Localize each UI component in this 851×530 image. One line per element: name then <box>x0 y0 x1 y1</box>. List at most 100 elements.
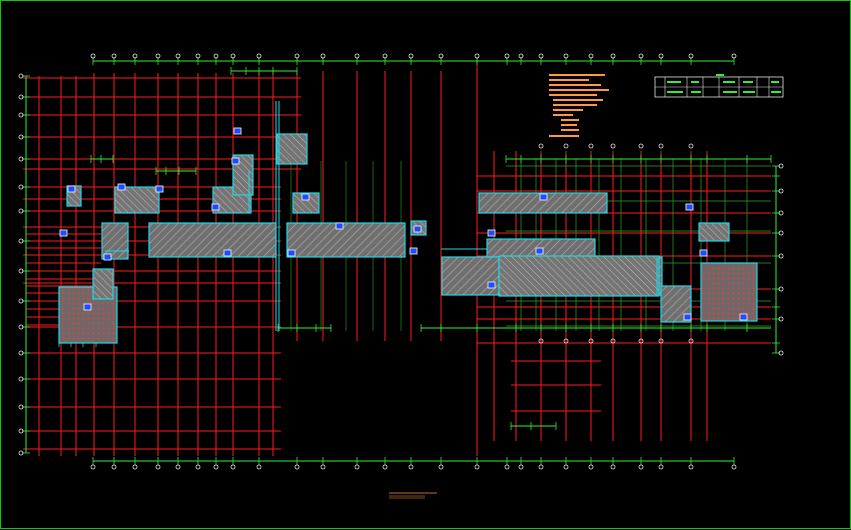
axis-bubble <box>230 53 236 59</box>
grid-axis-bubbles <box>18 53 784 470</box>
building-block <box>101 222 129 260</box>
notes-line <box>561 119 579 121</box>
notes-line <box>553 99 603 101</box>
axis-bubble <box>778 253 784 259</box>
column-marker <box>413 225 422 233</box>
axis-bubble <box>18 268 24 274</box>
axis-bubble <box>18 73 24 79</box>
column-marker <box>301 193 310 201</box>
notes-line <box>549 94 597 96</box>
column-marker <box>535 247 544 255</box>
axis-bubble <box>563 464 569 470</box>
building-block <box>148 222 277 258</box>
general-notes-block <box>549 74 609 137</box>
axis-bubble <box>132 464 138 470</box>
building-block <box>478 192 608 214</box>
building-blocks <box>58 101 758 344</box>
axis-bubble <box>658 143 664 149</box>
axis-bubble <box>778 188 784 194</box>
axis-bubble <box>18 94 24 100</box>
axis-bubble <box>474 464 480 470</box>
column-marker <box>211 203 220 211</box>
column-marker <box>539 193 548 201</box>
axis-bubble <box>320 53 326 59</box>
axis-bubble <box>18 298 24 304</box>
notes-line <box>549 79 589 81</box>
axis-bubble <box>18 324 24 330</box>
axis-bubble <box>610 143 616 149</box>
legend-cell-text <box>771 81 779 83</box>
axis-bubble <box>320 464 326 470</box>
notes-line <box>549 89 609 91</box>
axis-bubble <box>538 143 544 149</box>
notes-line <box>549 84 601 86</box>
axis-bubble <box>18 208 24 214</box>
axis-bubble <box>688 143 694 149</box>
legend-cell-text <box>771 91 781 93</box>
axis-bubble <box>518 464 524 470</box>
axis-bubble <box>195 464 201 470</box>
axis-bubble <box>256 464 262 470</box>
column-marker <box>117 183 126 191</box>
axis-bubble <box>778 286 784 292</box>
building-block <box>92 268 114 300</box>
axis-bubble <box>18 184 24 190</box>
notes-line <box>549 135 579 137</box>
column-marker <box>67 185 76 193</box>
axis-bubble <box>638 143 644 149</box>
column-markers <box>59 127 748 321</box>
axis-bubble <box>408 464 414 470</box>
column-marker <box>487 281 496 289</box>
axis-bubble <box>610 464 616 470</box>
column-marker <box>335 222 344 230</box>
axis-bubble <box>731 464 737 470</box>
axis-bubble <box>90 53 96 59</box>
axis-bubble <box>778 163 784 169</box>
axis-bubble <box>155 53 161 59</box>
column-marker <box>699 249 708 257</box>
legend-cell-text <box>691 81 699 83</box>
legend-cell-text <box>743 91 755 93</box>
axis-bubble <box>213 464 219 470</box>
notes-line <box>553 114 573 116</box>
axis-bubble <box>610 338 616 344</box>
column-marker <box>103 253 112 261</box>
notes-line <box>553 104 597 106</box>
axis-bubble <box>658 53 664 59</box>
column-marker <box>683 313 692 321</box>
axis-bubble <box>18 112 24 118</box>
axis-bubble <box>18 134 24 140</box>
building-block <box>700 262 758 322</box>
axis-bubble <box>294 53 300 59</box>
axis-bubble <box>688 464 694 470</box>
axis-bubble <box>382 53 388 59</box>
legend-cell-text <box>743 81 753 83</box>
axis-bubble <box>538 464 544 470</box>
axis-bubble <box>354 464 360 470</box>
axis-bubble <box>504 53 510 59</box>
axis-bubble <box>610 53 616 59</box>
building-block <box>498 255 660 297</box>
building-block <box>114 186 160 214</box>
column-marker <box>155 185 164 193</box>
axis-bubble <box>588 143 594 149</box>
column-marker <box>685 203 694 211</box>
building-block <box>232 154 254 196</box>
axis-bubble <box>18 238 24 244</box>
axis-bubble <box>778 316 784 322</box>
building-block <box>276 133 308 165</box>
axis-bubble <box>504 464 510 470</box>
axis-bubble <box>563 338 569 344</box>
axis-bubble <box>132 53 138 59</box>
axis-bubble <box>688 53 694 59</box>
building-block <box>292 192 320 214</box>
notes-line <box>561 129 579 131</box>
axis-bubble <box>588 464 594 470</box>
axis-bubble <box>175 53 181 59</box>
axis-bubble <box>474 53 480 59</box>
axis-bubble <box>175 464 181 470</box>
building-block <box>698 222 730 242</box>
axis-bubble <box>230 464 236 470</box>
axis-bubble <box>18 376 24 382</box>
